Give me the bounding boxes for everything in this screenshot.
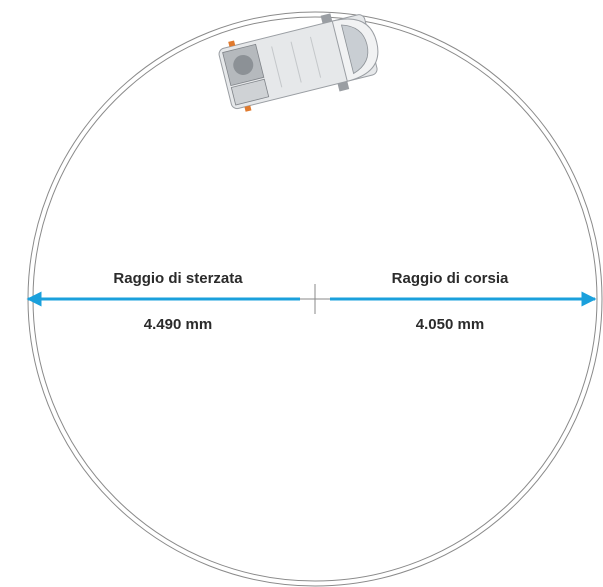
lane-radius-label: Raggio di corsia xyxy=(392,270,509,287)
steering-radius-value: 4.490 mm xyxy=(144,316,212,333)
van-top-view-icon xyxy=(218,13,379,112)
center-crosshair-icon xyxy=(300,284,330,314)
steering-radius-label: Raggio di sterzata xyxy=(113,270,243,287)
lane-radius-value: 4.050 mm xyxy=(416,316,484,333)
